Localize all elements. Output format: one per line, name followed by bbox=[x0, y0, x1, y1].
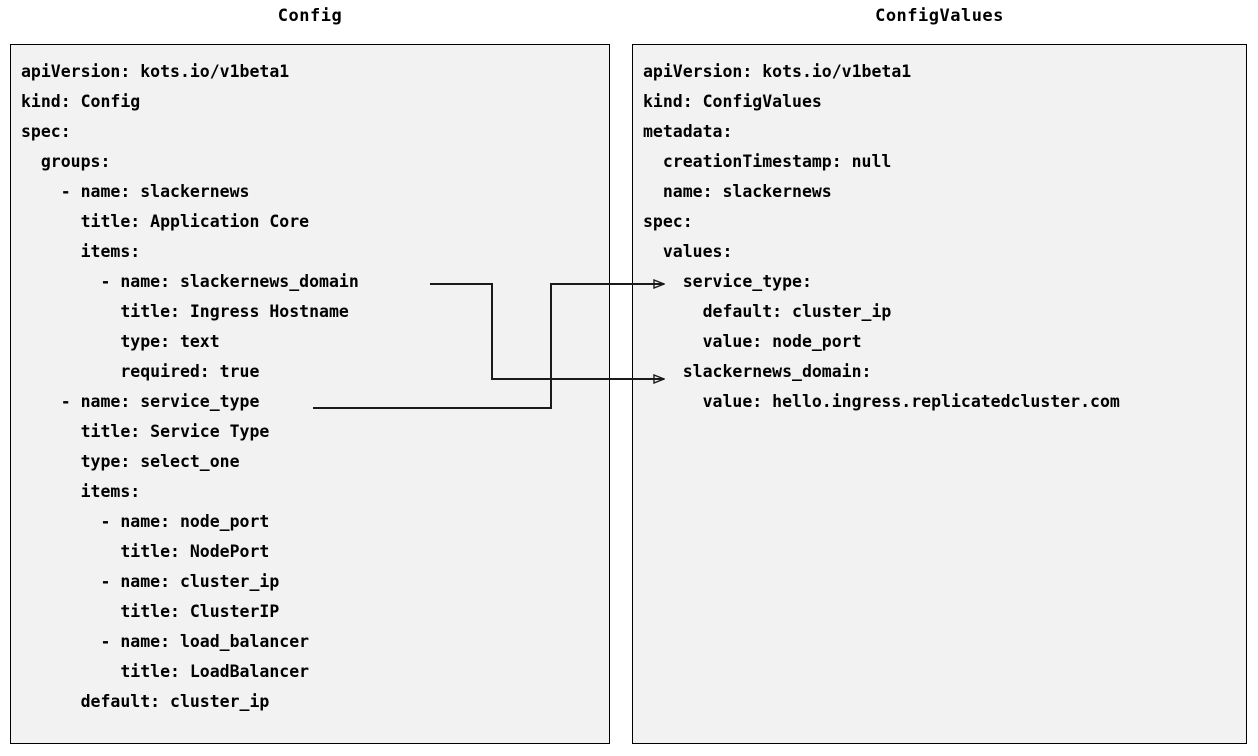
config-panel-title: Config bbox=[277, 6, 343, 26]
configvalues-yaml-line: value: hello.ingress.replicatedcluster.c… bbox=[643, 392, 1120, 411]
config-yaml-line: - name: slackernews_domain bbox=[21, 272, 359, 291]
configvalues-yaml-line: name: slackernews bbox=[643, 182, 832, 201]
config-yaml-line: - name: service_type bbox=[21, 392, 260, 411]
config-yaml-line: title: Application Core bbox=[21, 212, 310, 231]
config-yaml-line: required: true bbox=[21, 362, 260, 381]
config-yaml-line: type: text bbox=[21, 332, 220, 351]
config-yaml-block: apiVersion: kots.io/v1beta1 kind: Config s… bbox=[21, 57, 609, 717]
config-yaml-line: title: NodePort bbox=[21, 542, 270, 561]
config-yaml-line: title: Ingress Hostname bbox=[21, 302, 349, 321]
configvalues-yaml-line: service_type: bbox=[643, 272, 812, 291]
configvalues-panel: apiVersion: kots.io/v1beta1 kind: ConfigV… bbox=[632, 44, 1247, 744]
config-yaml-line: kind: Config bbox=[21, 92, 141, 111]
config-yaml-line: type: select_one bbox=[21, 452, 240, 471]
config-yaml-line: title: ClusterIP bbox=[21, 602, 280, 621]
config-yaml-line: items: bbox=[21, 482, 141, 501]
config-yaml-line: groups: bbox=[21, 152, 111, 171]
config-yaml-line: items: bbox=[21, 242, 141, 261]
configvalues-yaml-block: apiVersion: kots.io/v1beta1 kind: ConfigV… bbox=[643, 57, 1246, 417]
config-panel: apiVersion: kots.io/v1beta1 kind: Config s… bbox=[10, 44, 610, 744]
config-yaml-line: - name: node_port bbox=[21, 512, 270, 531]
configvalues-yaml-line: kind: ConfigValues bbox=[643, 92, 822, 111]
configvalues-yaml-line: metadata: bbox=[643, 122, 733, 141]
configvalues-yaml-line: default: cluster_ip bbox=[643, 302, 892, 321]
configvalues-yaml-line: spec: bbox=[643, 212, 693, 231]
config-yaml-line: apiVersion: kots.io/v1beta1 bbox=[21, 62, 290, 81]
config-yaml-line: title: Service Type bbox=[21, 422, 270, 441]
config-yaml-line: - name: cluster_ip bbox=[21, 572, 280, 591]
config-yaml-line: - name: slackernews bbox=[21, 182, 250, 201]
config-yaml-line: spec: bbox=[21, 122, 71, 141]
configvalues-yaml-line: apiVersion: kots.io/v1beta1 bbox=[643, 62, 912, 81]
config-yaml-line: title: LoadBalancer bbox=[21, 662, 310, 681]
configvalues-yaml-line: slackernews_domain: bbox=[643, 362, 872, 381]
configvalues-yaml-line: creationTimestamp: null bbox=[643, 152, 892, 171]
configvalues-panel-title: ConfigValues bbox=[875, 6, 1004, 26]
config-yaml-line: - name: load_balancer bbox=[21, 632, 310, 651]
config-yaml-line: default: cluster_ip bbox=[21, 692, 270, 711]
configvalues-yaml-line: values: bbox=[643, 242, 733, 261]
configvalues-yaml-line: value: node_port bbox=[643, 332, 862, 351]
